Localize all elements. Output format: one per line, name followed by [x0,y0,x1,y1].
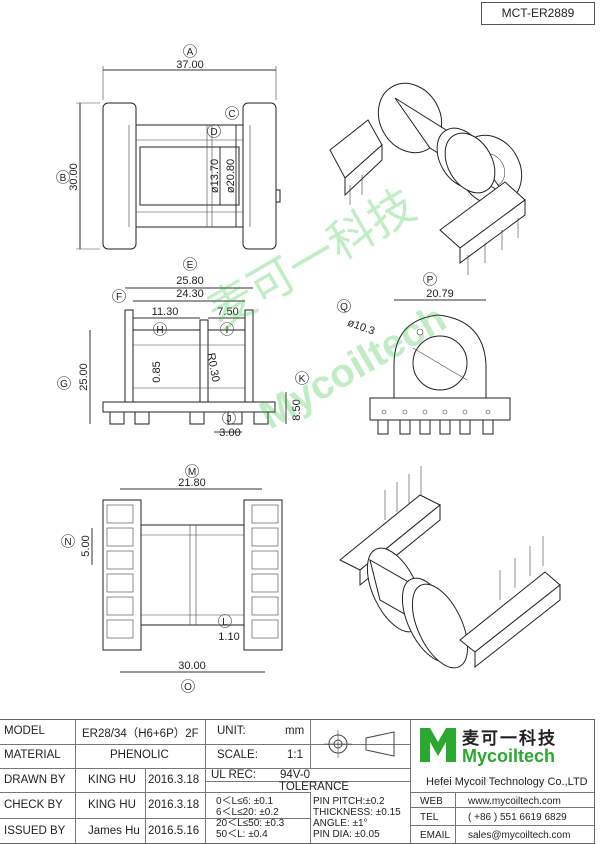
dim-label-c: C [228,109,235,120]
dim-value-o: 30.00 [178,660,206,672]
dim-label-f: F [116,292,122,303]
dim-value-b: 30.00 [68,163,80,191]
dim-value-m: 21.80 [178,477,206,489]
dim-label-e: E [187,260,194,271]
dim-label-g: G [60,379,68,390]
dim-label-l: L [222,617,228,628]
drawing-number: MCT-ER2889 [481,2,595,25]
tolerance-4: 50＜L: ±0.4 [216,829,268,840]
web-label: WEB [420,796,443,807]
dim-value-p: 20.79 [426,288,454,300]
drawn-by-name: KING HU [88,774,136,786]
model-label: MODEL [4,725,45,737]
dim-label-a: A [187,47,194,58]
tolerance-1: 0＜L≤6: ±0.1 [216,796,274,807]
dim-value-g: 25.00 [78,363,90,391]
tel-value: ( +86 ) 551 6619 6829 [468,812,567,823]
pin-pitch: PIN PITCH:±0.2 [313,796,385,807]
dim-value-0-85: 0.85 [151,361,163,382]
dim-label-q: Q [340,302,348,313]
company-name-cn: 麦可一科技 [462,729,557,748]
dim-value-a: 37.00 [176,59,204,71]
dim-label-k: K [299,374,306,385]
dim-value-d2: ø20.80 [225,159,237,193]
technical-drawing: A 37.00 B 30.00 C D ø13.70 ø20.80 [56,44,561,693]
material-value: PHENOLIC [110,749,169,761]
title-block: MODEL ER28/34（H6+6P）2F MATERIAL PHENOLIC… [0,719,595,844]
isometric-view-bottom [339,466,561,669]
company-logo-text: Mycoiltech [462,746,556,766]
tel-label: TEL [420,812,439,823]
dim-value-r0-30: R0.30 [204,352,221,383]
ul-rec-label: UL REC: [211,769,256,781]
drawn-by-label: DRAWN BY [4,774,66,786]
dim-value-f: 24.30 [176,288,204,300]
dim-label-i: I [226,325,229,336]
dim-label-b: B [60,173,67,184]
dim-label-o: O [184,682,192,693]
projection-symbol-icon [324,730,395,758]
front-view: A 37.00 B 30.00 C D ø13.70 ø20.80 [56,44,281,250]
company-name: Hefei Mycoil Technology Co.,LTD [426,776,588,788]
dim-label-m: M [188,467,196,478]
angle: ANGLE: ±1° [313,818,368,829]
model-value: ER28/34（H6+6P）2F [82,728,199,740]
unit-value: mm [285,725,305,737]
dim-value-n: 5.00 [80,535,92,556]
email-label: EMAIL [420,830,451,841]
dim-label-n: N [64,537,71,548]
tolerance-3: 20＜L≤50: ±0.3 [216,818,285,829]
tolerance-label: TOLERANCE [279,781,350,793]
dim-label-j: J [227,414,232,425]
tolerance-2: 6＜L≤20: ±0.2 [216,807,279,818]
dim-label-d: D [210,127,217,138]
dim-value-e: 25.80 [176,275,204,287]
check-by-name: KING HU [88,799,136,811]
dim-value-d1: ø13.70 [209,159,221,193]
web-value: www.mycoiltech.com [468,796,561,807]
company-logo-icon [420,728,456,762]
drawn-by-date: 2016.3.18 [148,774,200,786]
material-label: MATERIAL [4,749,61,761]
bottom-view: M 21.80 N 5.00 L 1.10 30.00 O [61,464,283,693]
pin-row-right [251,504,279,639]
dim-label-p: P [427,275,434,286]
check-by-label: CHECK BY [4,799,63,811]
check-by-date: 2016.3.18 [148,799,200,811]
end-view: P 20.79 Q ø10.3 [337,272,511,435]
issued-by-label: ISSUED BY [4,825,66,837]
dim-value-i: 7.50 [217,306,238,318]
dim-value-k: 8.50 [291,399,303,420]
dim-label-h: H [156,325,163,336]
side-view: E 25.80 F 24.30 11.30 H 7.50 I G 25.00 0… [57,257,309,439]
issued-by-date: 2016.5.16 [148,825,200,837]
email-value: sales@mycoiltech.com [468,830,571,841]
thickness: THICKNESS: ±0.15 [313,807,401,818]
ul-rec-value: 94V-0 [280,769,311,781]
unit-label: UNIT: [217,725,246,737]
scale-label: SCALE: [217,749,258,761]
pin-dia: PIN DIA: ±0.05 [313,829,380,840]
pin-row-left [106,504,134,639]
dim-value-l: 1.10 [218,631,239,643]
dim-value-h: 11.30 [152,306,179,318]
isometric-view-top [329,82,526,275]
issued-by-name: James Hu [88,825,140,837]
dim-value-j: 3.00 [219,427,240,439]
scale-value: 1:1 [287,749,303,761]
